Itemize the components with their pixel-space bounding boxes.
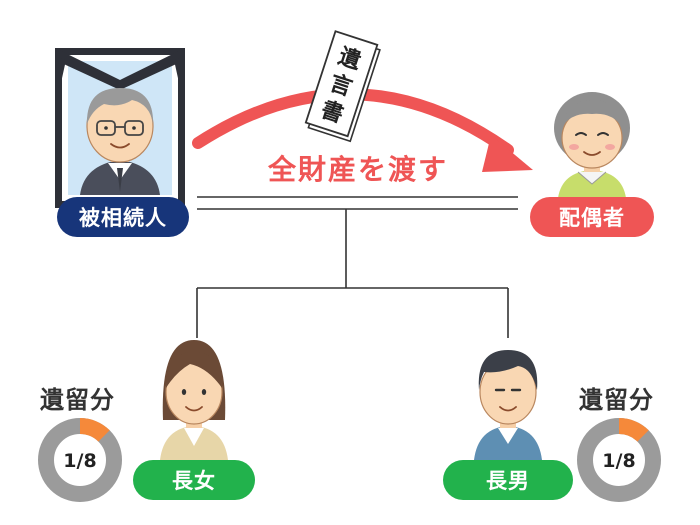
share-fraction-left: 1/8: [63, 450, 96, 472]
reserved-share-label-right: 遺留分: [579, 386, 654, 414]
daughter-figure: [160, 340, 228, 460]
reserved-share-donut-left: 1/8: [38, 418, 122, 502]
family-tree-lines: [196, 196, 518, 338]
deceased-portrait: [55, 48, 185, 208]
reserved-share-donut-right: 1/8: [577, 418, 661, 502]
will-document-icon: 遺 言 書: [304, 30, 381, 143]
deceased-label: 被相続人: [57, 197, 189, 237]
son-label: 長男: [443, 460, 573, 500]
son-figure: [474, 350, 542, 460]
spouse-label: 配偶者: [530, 197, 654, 237]
spouse-figure: [554, 92, 630, 198]
donut-slice-left: [79, 418, 110, 442]
donut-slice-right: [618, 418, 649, 442]
daughter-label: 長女: [133, 460, 255, 500]
action-text: 全財産を渡す: [268, 153, 449, 186]
reserved-share-label-left: 遺留分: [40, 386, 115, 414]
share-fraction-right: 1/8: [602, 450, 635, 472]
